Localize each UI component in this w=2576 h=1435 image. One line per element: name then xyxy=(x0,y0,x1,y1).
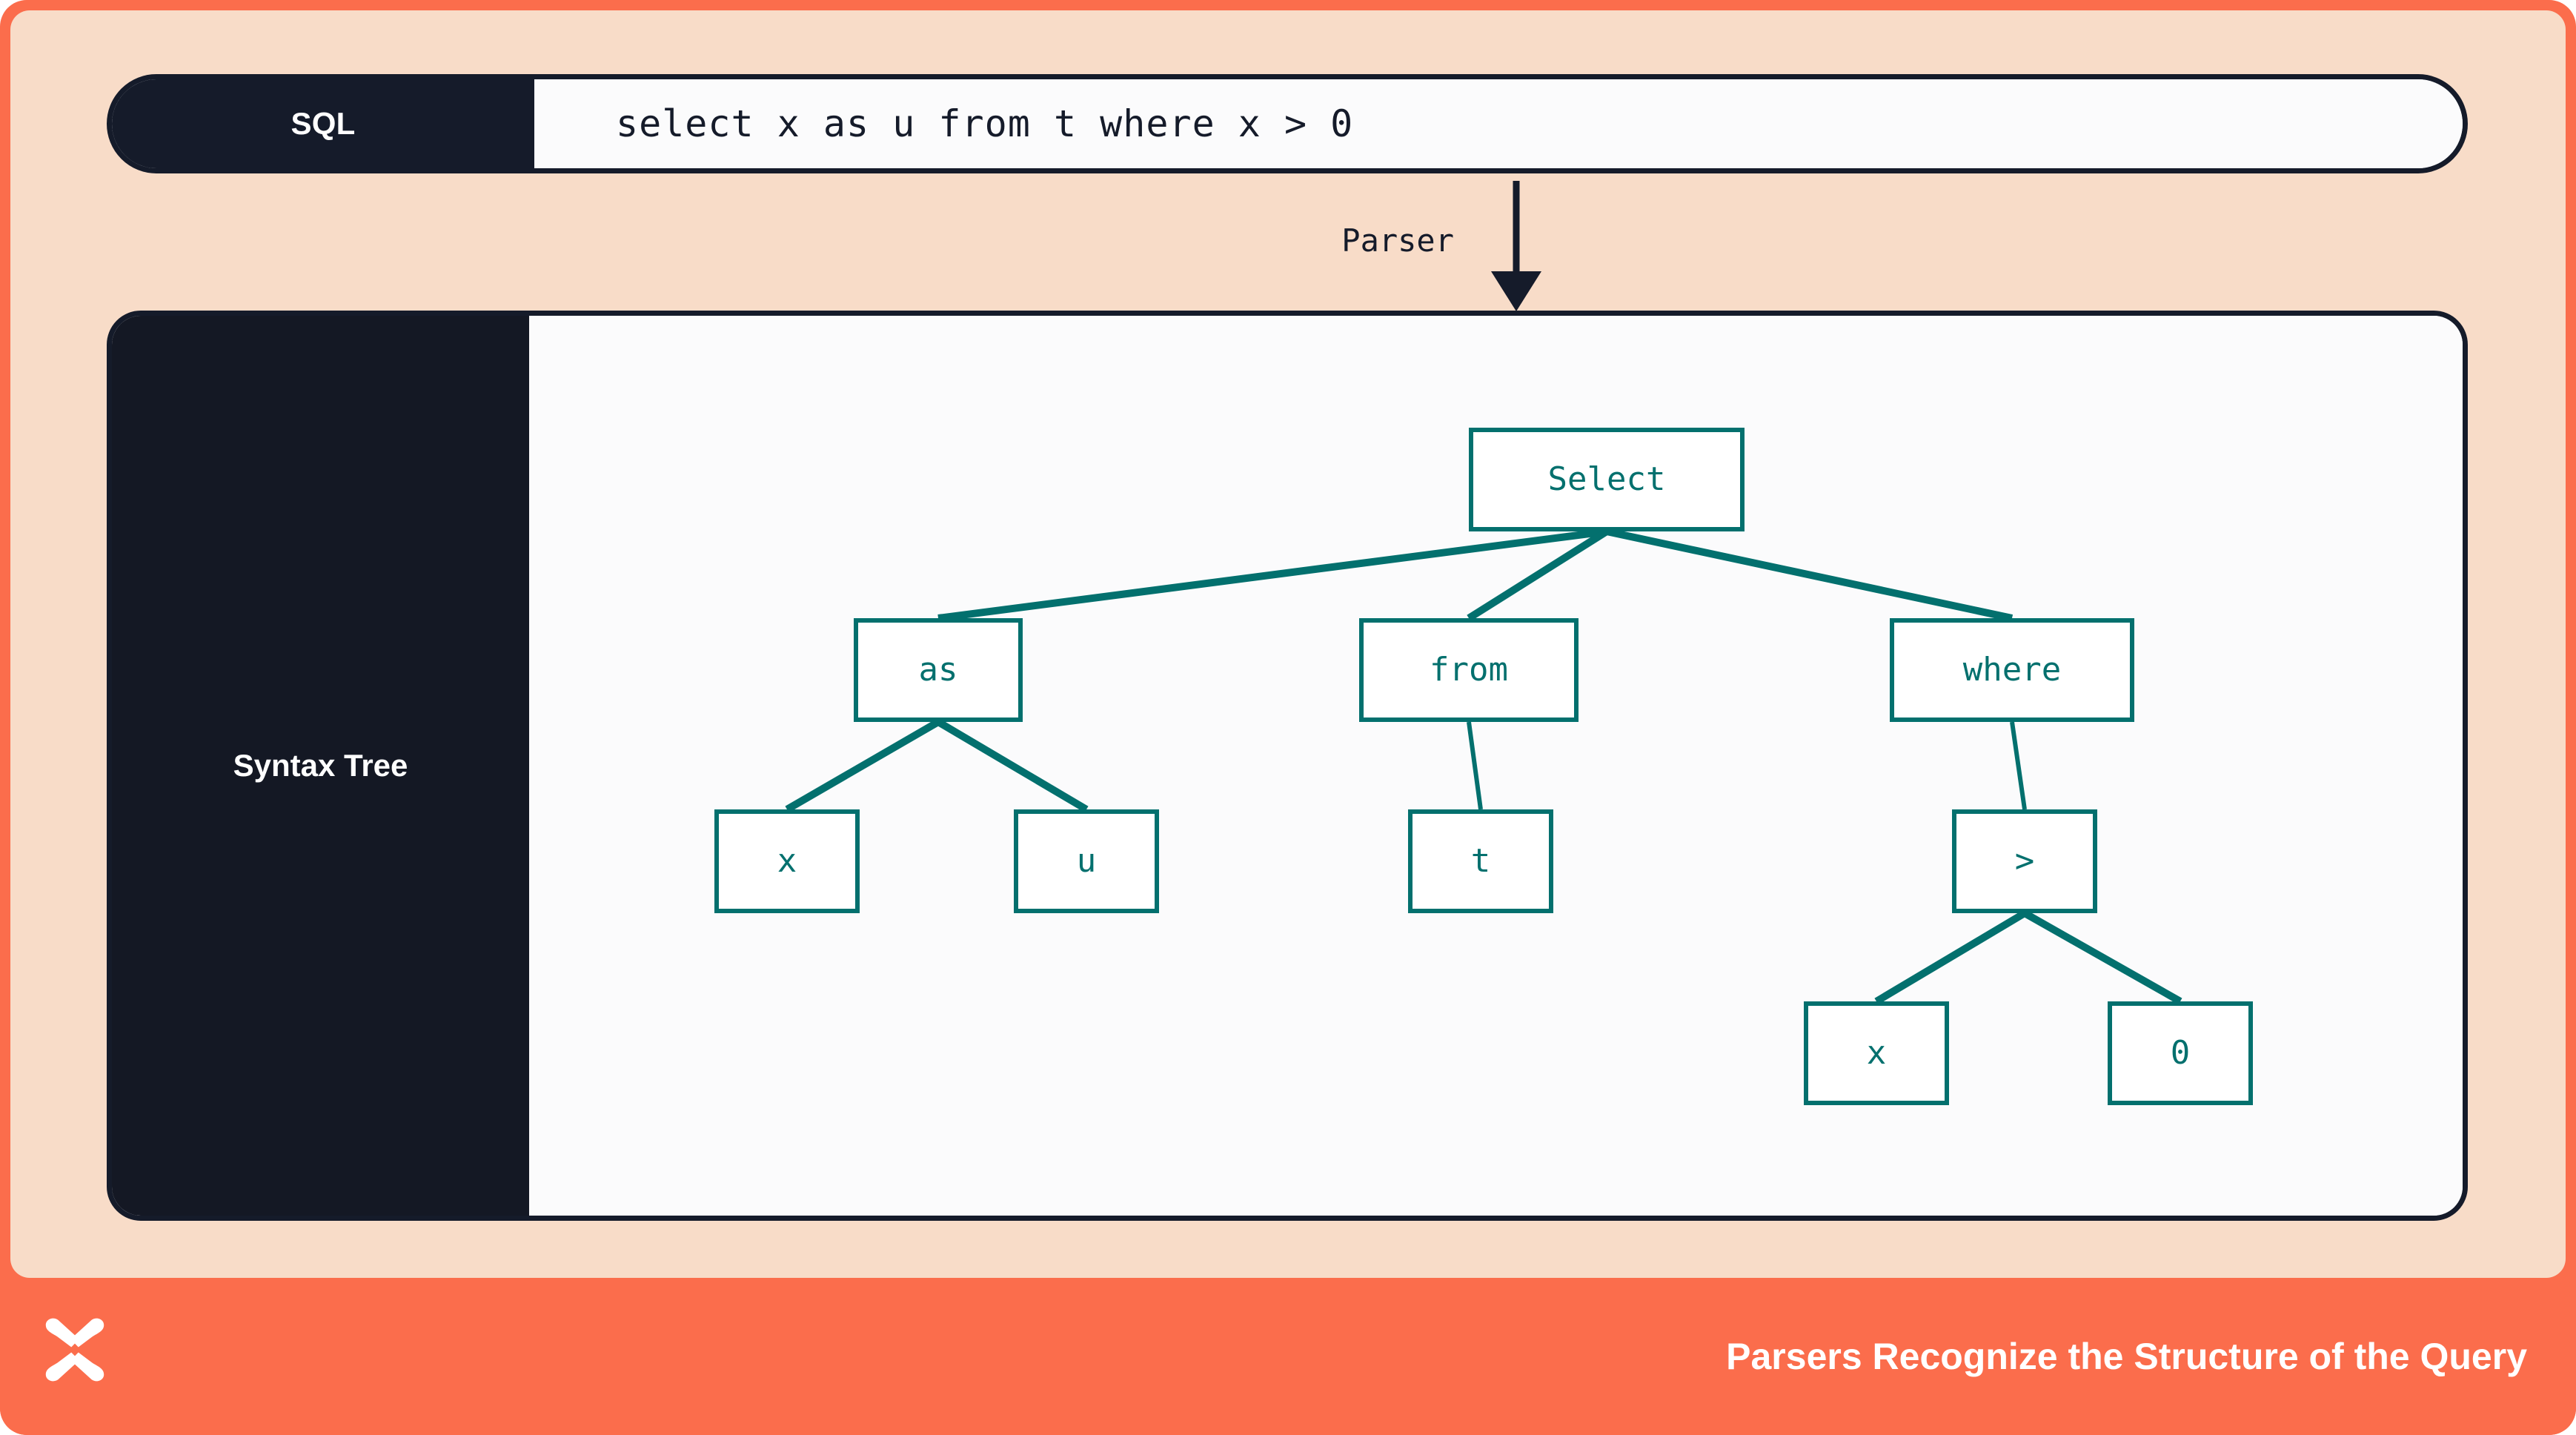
syntax-tree-label: Syntax Tree xyxy=(112,316,529,1216)
tree-node-label: as xyxy=(918,651,958,689)
tree-node-select[interactable]: Select xyxy=(1469,428,1745,531)
tree-node-label: from xyxy=(1430,651,1508,689)
tree-node-where[interactable]: where xyxy=(1890,618,2134,722)
tree-edge xyxy=(1467,721,1483,810)
content-panel: SQL select x as u from t where x > 0 Par… xyxy=(10,10,2566,1278)
tree-node-label: 0 xyxy=(2170,1034,2191,1072)
parser-arrow-label: Parser xyxy=(1341,222,1454,259)
tree-node-as_x[interactable]: x xyxy=(714,809,860,913)
parser-arrow-group: Parser xyxy=(1315,181,1626,313)
tree-node-as_u[interactable]: u xyxy=(1014,809,1159,913)
footer-bar: Parsers Recognize the Structure of the Q… xyxy=(0,1278,2576,1435)
sql-row-label: SQL xyxy=(112,79,534,168)
arrow-down-icon xyxy=(1491,181,1541,311)
footer-caption-text: Parsers Recognize the Structure of the Q… xyxy=(1726,1336,2527,1377)
tree-edge xyxy=(2010,721,2027,810)
tree-edge xyxy=(937,528,1607,622)
tree-node-gt_x[interactable]: x xyxy=(1804,1001,1949,1105)
tree-node-label: where xyxy=(1962,651,2062,689)
syntax-tree-canvas: Select as from where x u t > x 0 xyxy=(529,316,2463,1216)
tree-edge xyxy=(2022,909,2182,1005)
sql-query-text: select x as u from t where x > 0 xyxy=(616,102,1354,145)
tree-edge xyxy=(1467,528,1609,622)
tree-node-label: x xyxy=(777,842,797,880)
butterfly-x-logo-icon xyxy=(45,1318,104,1382)
tree-node-gt_0[interactable]: 0 xyxy=(2108,1001,2253,1105)
tree-edge xyxy=(785,718,940,813)
tree-edge xyxy=(1874,909,2027,1005)
syntax-tree-label-text: Syntax Tree xyxy=(233,748,408,783)
tree-node-label: t xyxy=(1470,842,1491,880)
tree-node-label: Select xyxy=(1547,460,1666,498)
tree-edge xyxy=(1605,528,2014,622)
tree-edges xyxy=(785,528,2182,1005)
sql-label-text: SQL xyxy=(291,106,356,141)
tree-edge xyxy=(936,718,1089,813)
tree-node-label: x xyxy=(1866,1034,1887,1072)
tree-node-as[interactable]: as xyxy=(854,618,1023,722)
sql-query-field[interactable]: select x as u from t where x > 0 xyxy=(534,79,2463,168)
tree-node-gt[interactable]: > xyxy=(1952,809,2097,913)
syntax-tree-panel: Syntax Tree Select as from where x u t > x 0 xyxy=(107,311,2468,1221)
tree-node-from[interactable]: from xyxy=(1359,618,1579,722)
sql-input-row: SQL select x as u from t where x > 0 xyxy=(107,74,2468,173)
tree-node-from_t[interactable]: t xyxy=(1408,809,1553,913)
tree-node-label: u xyxy=(1076,842,1097,880)
tree-node-label: > xyxy=(2014,842,2035,880)
